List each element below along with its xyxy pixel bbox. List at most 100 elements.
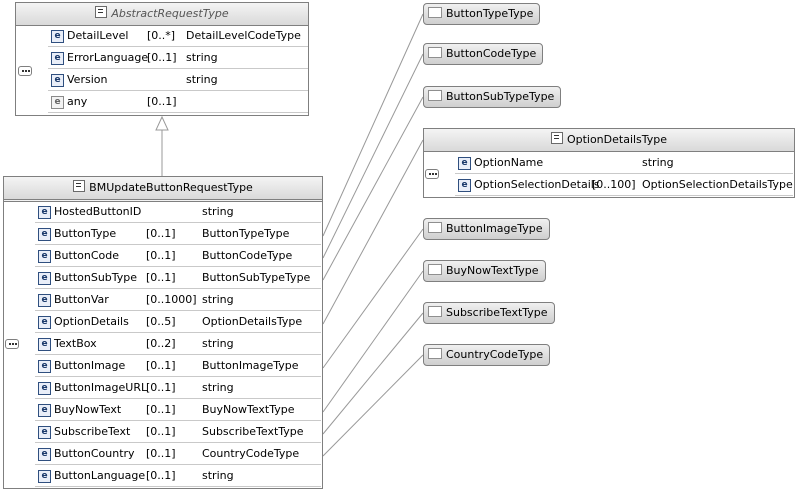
element-name: DetailLevel [67, 29, 129, 42]
sequence-compositor-icon [425, 169, 439, 179]
connector-line [322, 13, 424, 237]
row-separator [35, 442, 321, 443]
simple-type-buy-now-text[interactable]: BuyNowTextType [423, 260, 546, 282]
element-name: ButtonCountry [54, 447, 135, 460]
complex-type-icon [73, 180, 86, 192]
element-type: string [202, 293, 234, 306]
element-type: CountryCodeType [202, 447, 300, 460]
element-icon: e [51, 52, 64, 65]
element-name: OptionName [474, 156, 544, 169]
connector-line [322, 228, 424, 369]
connector-line [322, 312, 424, 435]
element-cardinality: [0..*] [147, 29, 176, 42]
simple-type-button-code[interactable]: ButtonCodeType [423, 43, 544, 65]
row-separator [48, 68, 308, 69]
element-name: ButtonImage [54, 359, 126, 372]
row-separator [35, 420, 321, 421]
element-name: SubscribeText [54, 425, 131, 438]
element-icon: e [38, 382, 51, 395]
element-icon: e [38, 250, 51, 263]
row-separator [35, 376, 321, 377]
element-name: Version [67, 73, 108, 86]
row-separator [35, 332, 321, 333]
connector-line [322, 139, 424, 325]
row-separator [35, 244, 321, 245]
abstract-request-type-header: AbstractRequestType [16, 3, 308, 26]
inheritance-arrow [155, 115, 169, 131]
row-separator [35, 464, 321, 465]
element-type: OptionSelectionDetailsType [642, 178, 793, 191]
element-icon: e [38, 228, 51, 241]
element-name: any [67, 95, 88, 108]
element-name: HostedButtonID [54, 205, 142, 218]
simple-type-button-image[interactable]: ButtonImageType [423, 218, 550, 240]
element-icon: e [38, 294, 51, 307]
element-type: string [186, 73, 218, 86]
element-name: ButtonVar [54, 293, 109, 306]
option-details-type-title: OptionDetailsType [566, 133, 668, 146]
element-cardinality: [0..1] [146, 271, 176, 284]
option-details-type-box: OptionDetailsType [423, 128, 795, 198]
element-icon: e [458, 157, 471, 170]
row-separator [48, 112, 308, 113]
element-cardinality: [0..1] [146, 447, 176, 460]
simple-type-button-type[interactable]: ButtonTypeType [423, 3, 541, 25]
element-type: string [642, 156, 674, 169]
element-icon: e [38, 316, 51, 329]
bm-update-button-request-type-title: BMUpdateButtonRequestType [89, 181, 253, 194]
row-separator [35, 310, 321, 311]
simple-type-label: BuyNowTextType [446, 264, 539, 277]
element-cardinality: [0..2] [146, 337, 176, 350]
row-separator [35, 222, 321, 223]
row-separator [455, 173, 793, 174]
simple-type-icon [428, 90, 442, 101]
simple-type-button-subtype[interactable]: ButtonSubTypeType [423, 86, 562, 108]
element-cardinality: [0..1] [146, 227, 176, 240]
element-name: ButtonCode [54, 249, 120, 262]
element-icon: e [51, 74, 64, 87]
element-cardinality: [0..1] [146, 359, 176, 372]
simple-type-icon [428, 348, 442, 359]
element-name: ButtonImageURL [54, 381, 148, 394]
row-separator [455, 195, 793, 196]
row-separator [35, 288, 321, 289]
simple-type-label: CountryCodeType [446, 348, 544, 361]
simple-type-icon [428, 7, 442, 18]
element-name: ButtonSubType [54, 271, 138, 284]
element-icon: e [38, 338, 51, 351]
element-cardinality: [0..1] [147, 51, 177, 64]
element-icon: e [38, 272, 51, 285]
connector-line [322, 354, 424, 457]
row-separator [48, 90, 308, 91]
simple-type-country-code[interactable]: CountryCodeType [423, 344, 551, 366]
abstract-request-type-box: AbstractRequestType [15, 2, 309, 116]
simple-type-subscribe-text[interactable]: SubscribeTextType [423, 302, 555, 324]
simple-type-label: ButtonImageType [446, 222, 543, 235]
abstract-request-type-title: AbstractRequestType [111, 7, 229, 20]
element-icon: e [51, 30, 64, 43]
element-cardinality: [0..1000] [146, 293, 197, 306]
complex-type-icon [95, 6, 108, 18]
element-type: ButtonTypeType [202, 227, 290, 240]
element-type: SubscribeTextType [202, 425, 304, 438]
element-type: BuyNowTextType [202, 403, 295, 416]
